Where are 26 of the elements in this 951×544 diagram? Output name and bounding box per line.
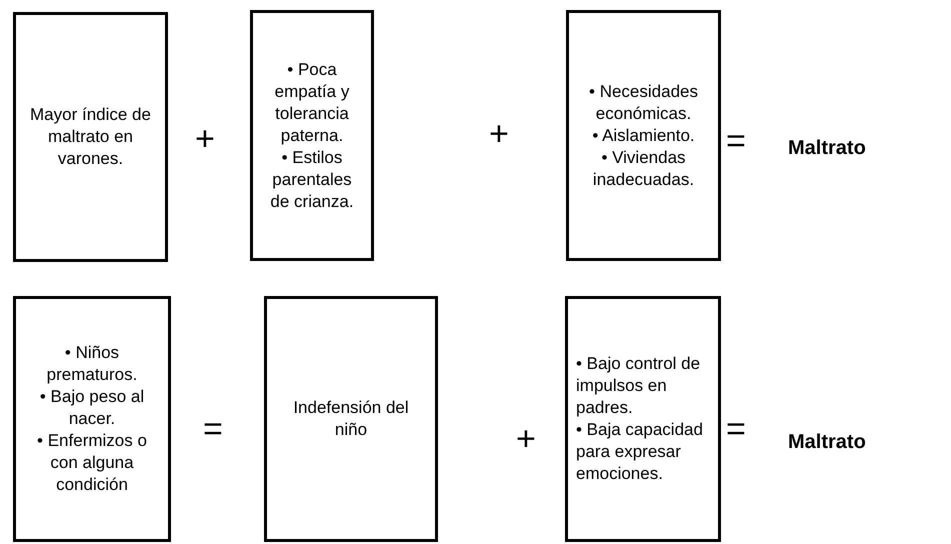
operator-sign: =	[203, 412, 223, 446]
box-text: • Poca empatía y tolerancia paterna.	[274, 58, 350, 146]
box-text: • Necesidades económicas.	[588, 80, 699, 124]
text-box	[13, 12, 168, 262]
text-box	[250, 10, 374, 261]
result-label: Maltrato	[788, 432, 866, 452]
box-text: • Estilos parentales de crianza.	[269, 146, 355, 212]
text-box	[13, 296, 171, 542]
text-box	[566, 10, 721, 261]
text-box	[565, 296, 721, 542]
box-text: • Aislamiento.	[592, 124, 695, 146]
box-text: Mayor índice de maltrato en varones.	[29, 104, 152, 170]
box-text: • Enfermizos o con alguna condición	[36, 430, 148, 496]
operator-sign: +	[195, 122, 215, 156]
operator-sign: =	[726, 124, 746, 158]
box-text: • Baja capacidad para expresar emociones.	[576, 419, 704, 485]
box-text: Indefensión del niño	[292, 397, 410, 441]
operator-sign: =	[726, 412, 746, 446]
operator-sign: +	[516, 422, 536, 456]
text-box	[264, 296, 438, 542]
box-text: • Bajo control de impulsos en padres.	[576, 353, 702, 419]
box-text: • Niños prematuros.	[46, 342, 138, 386]
operator-sign: +	[489, 117, 509, 151]
box-text: • Bajo peso al nacer.	[38, 386, 146, 430]
box-text: • Viviendas inadecuadas.	[592, 146, 696, 190]
result-label: Maltrato	[788, 138, 866, 158]
